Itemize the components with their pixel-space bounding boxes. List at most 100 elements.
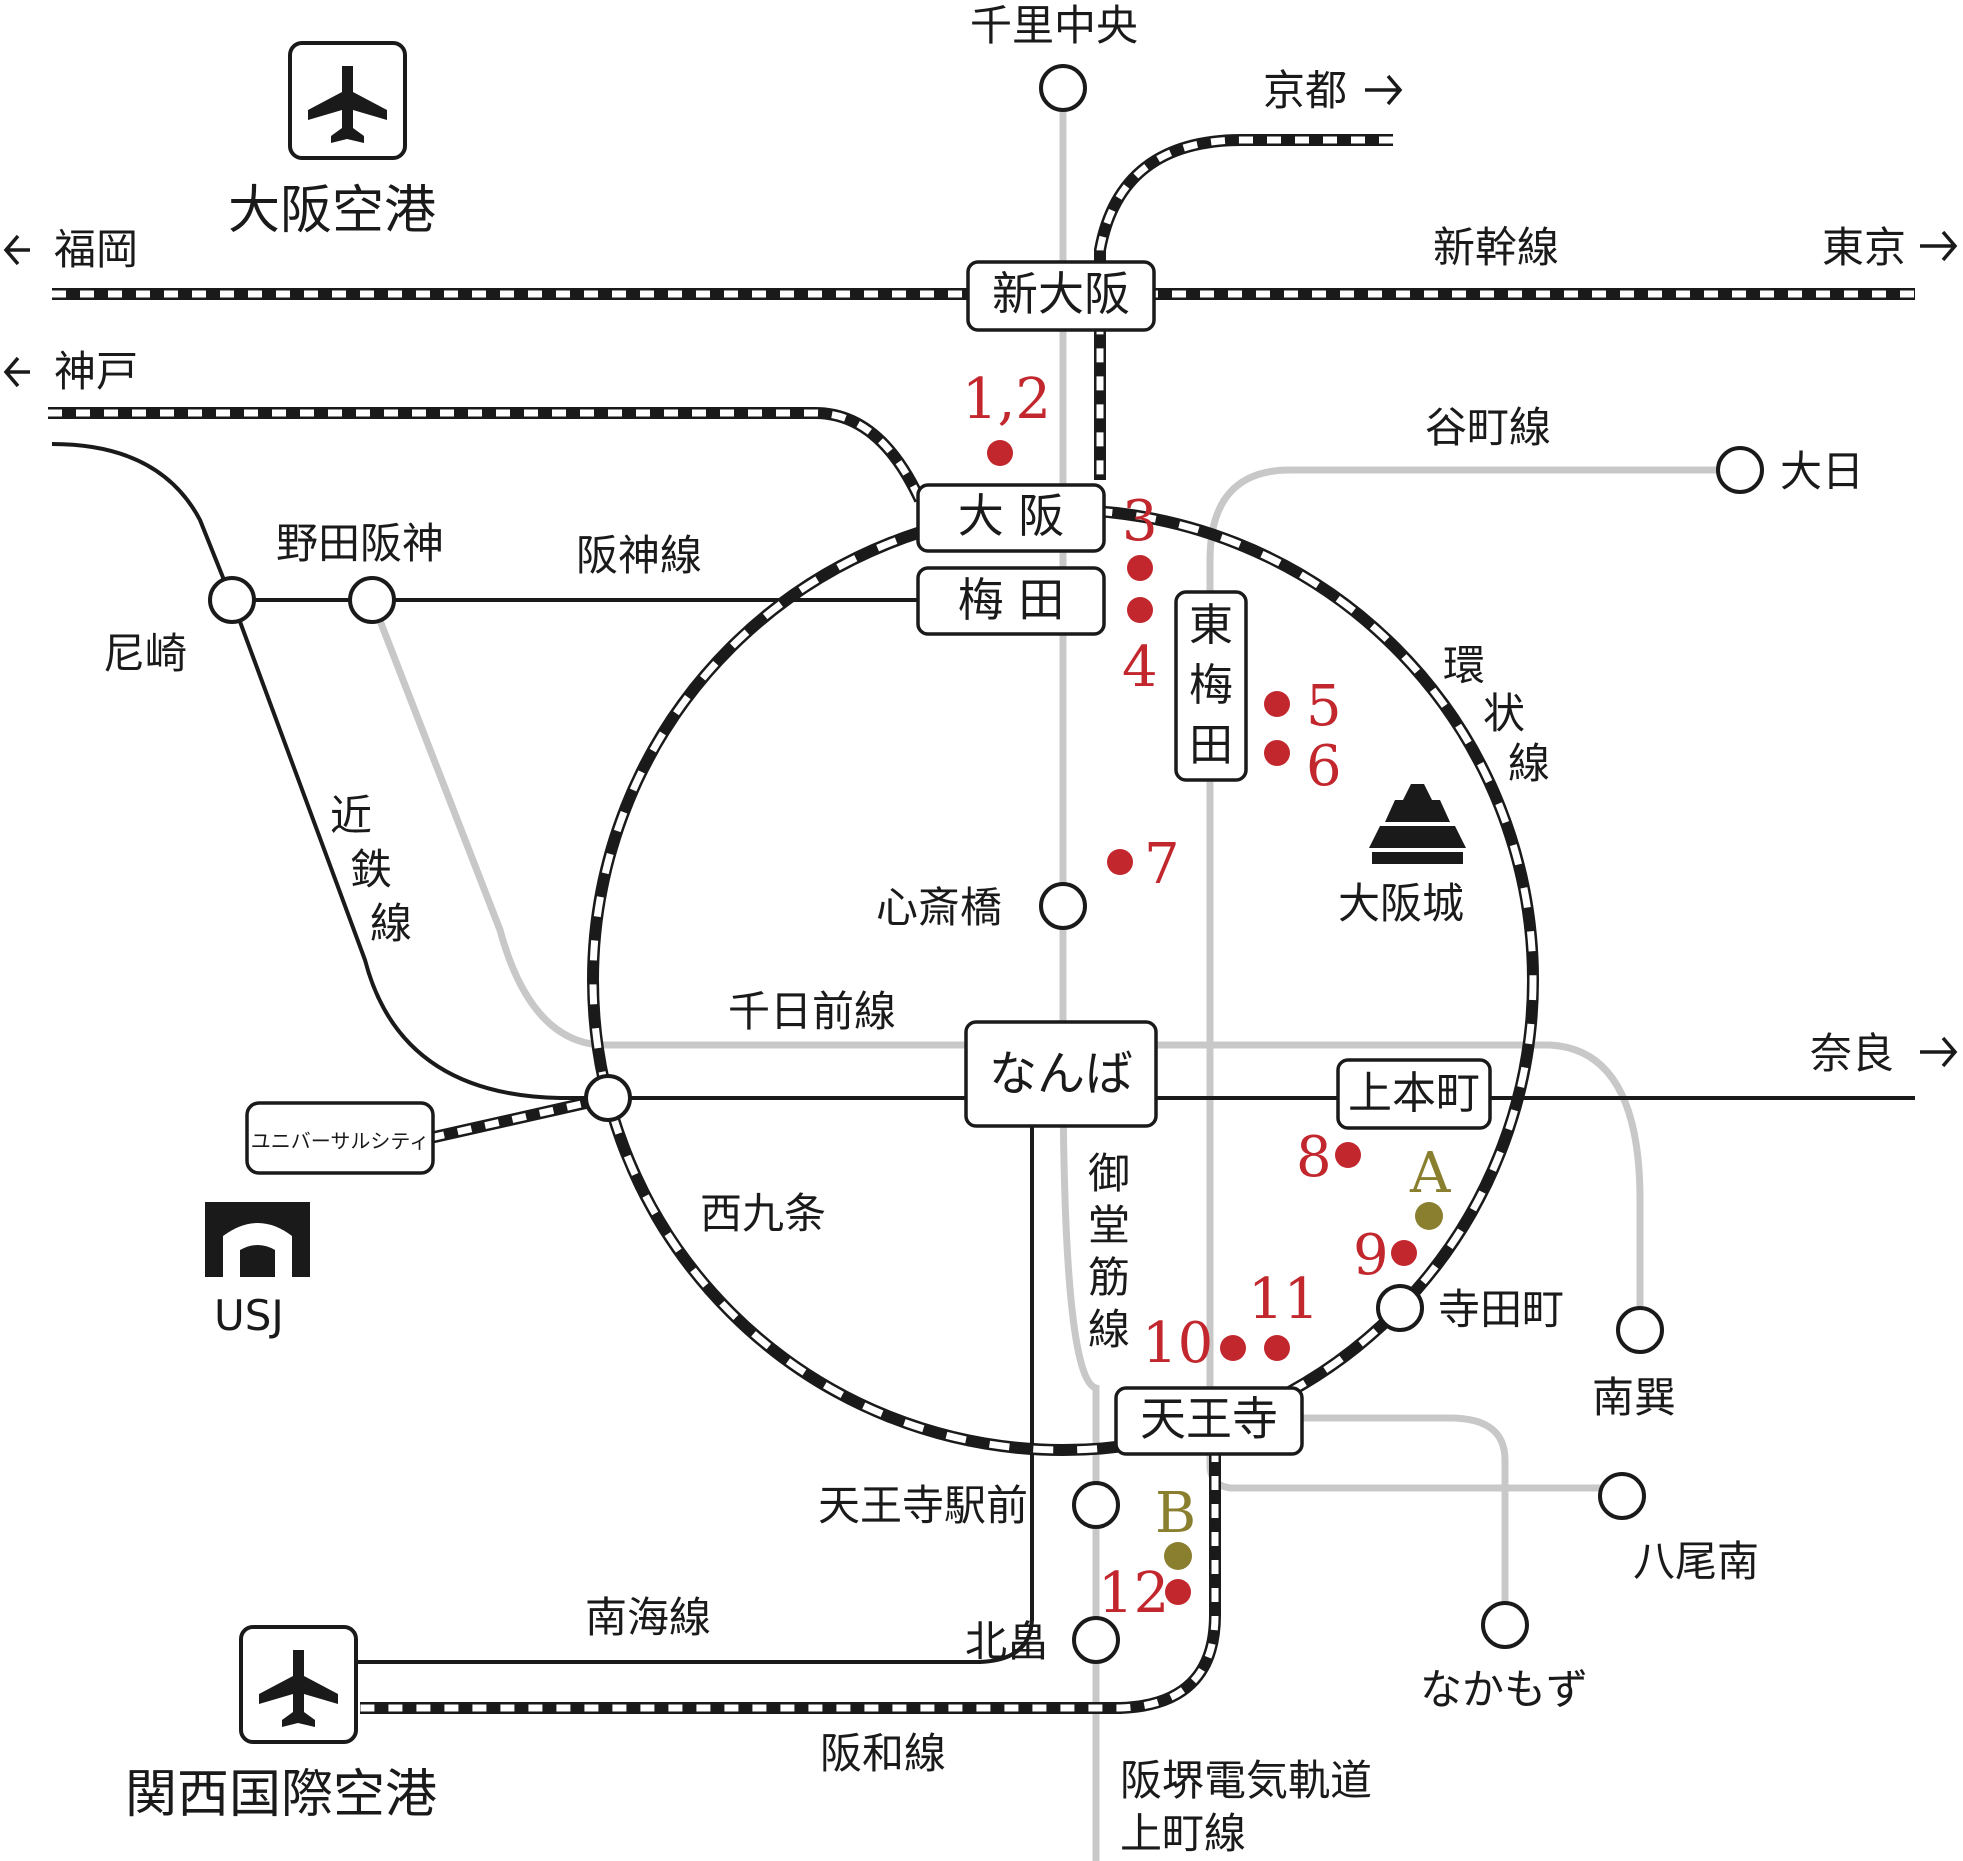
point-marker-10[interactable] [1220, 1335, 1246, 1361]
major-stations: 新大阪 大 阪 梅 田 東 梅 田 なんば 上本町 天王寺 [245, 260, 1492, 1456]
point-label-6: 6 [1306, 734, 1342, 799]
dir-tokyo: 東京 [1822, 223, 1906, 272]
dir-nara: 奈良 [1810, 1029, 1894, 1078]
label-loop-3: 線 [1508, 739, 1550, 788]
label-higashiumeda-1: 東 [1189, 600, 1233, 651]
station-amagasaki[interactable] [208, 576, 256, 624]
point-marker-b[interactable] [1164, 1542, 1192, 1570]
label-nankai: 南海線 [585, 1593, 711, 1642]
tennoji-gray-branch [1230, 1414, 1509, 1625]
point-marker-9[interactable] [1391, 1240, 1417, 1266]
label-higashiumeda-2: 梅 [1189, 660, 1233, 711]
station-senri[interactable] [1039, 64, 1087, 112]
box-universal[interactable]: ユニバーサルシティ [245, 1101, 435, 1175]
point-label-11: 11 [1248, 1267, 1319, 1332]
castle-icon [1369, 784, 1466, 864]
label-midosuji-3: 筋 [1088, 1253, 1130, 1302]
label-midosuji-4: 線 [1088, 1305, 1130, 1354]
point-label-4: 4 [1122, 635, 1158, 700]
box-uehommachi[interactable]: 上本町 [1336, 1058, 1492, 1130]
station-labels: 千里中央 大日 野田阪神 尼崎 心斎橋 西九条 寺田町 南巽 八尾南 なかもず … [103, 1, 1864, 1714]
solid-lines [51, 442, 1915, 1664]
label-loop-1: 環 [1443, 641, 1485, 690]
label-hankai-2: 上町線 [1120, 1809, 1246, 1858]
label-tanimachi: 谷町線 [1425, 403, 1551, 452]
label-nakamozu: なかもず [1420, 1665, 1588, 1714]
airport-kansai: 関西国際空港 [125, 1625, 437, 1825]
kintetsu-line [230, 599, 608, 1100]
box-osaka[interactable]: 大 阪 [916, 483, 1106, 553]
station-nishikujo[interactable] [584, 1074, 632, 1122]
box-higashiumeda[interactable]: 東 梅 田 [1174, 590, 1248, 782]
amagasaki-curve [51, 442, 234, 601]
box-umeda[interactable]: 梅 田 [916, 566, 1106, 636]
point-marker-6[interactable] [1264, 740, 1290, 766]
label-loop-2: 状 [1483, 689, 1525, 738]
sennichimae-line [368, 598, 1644, 1330]
station-yaominami[interactable] [1598, 1472, 1646, 1520]
station-kitabatake[interactable] [1072, 1616, 1120, 1664]
label-senri: 千里中央 [970, 1, 1138, 50]
dir-kobe: 神戸 [54, 347, 138, 396]
points-of-interest: 1,2 3 4 5 6 7 8 9 10 11 12 A B [962, 367, 1451, 1626]
airplane-icon-shape [259, 1650, 338, 1727]
label-kintetsu-2: 鉄 [350, 845, 392, 894]
label-yaominami: 八尾南 [1633, 1537, 1759, 1586]
point-marker-3[interactable] [1127, 555, 1153, 581]
gate-icon [205, 1202, 310, 1277]
label-midosuji-1: 御 [1088, 1149, 1130, 1198]
hanwa-line [360, 1420, 1219, 1712]
box-shinosaka[interactable]: 新大阪 [966, 260, 1156, 332]
point-label-10: 10 [1142, 1311, 1213, 1376]
label-umeda: 梅 田 [958, 573, 1065, 627]
point-label-3: 3 [1122, 489, 1158, 554]
label-dainichi: 大日 [1780, 447, 1864, 496]
line-labels: 新幹線 阪神線 谷町線 千日前線 南海線 阪和線 近 鉄 線 環 状 線 御 堂… [330, 223, 1559, 1858]
box-tennoji[interactable]: 天王寺 [1114, 1386, 1304, 1456]
direction-labels: 福岡 神戸 京都 東京 奈良 [3, 66, 1958, 1078]
label-midosuji-2: 堂 [1088, 1201, 1130, 1250]
label-hankai-1: 阪堺電気軌道 [1120, 1756, 1372, 1805]
point-label-5: 5 [1306, 674, 1342, 739]
label-kintetsu-3: 線 [370, 899, 412, 948]
dir-fukuoka: 福岡 [54, 225, 138, 274]
label-teradacho: 寺田町 [1438, 1285, 1564, 1334]
station-tennojiekimae[interactable] [1072, 1481, 1120, 1529]
label-kitabatake: 北畠 [965, 1617, 1049, 1666]
point-marker-5[interactable] [1264, 691, 1290, 717]
label-osaka: 大 阪 [958, 489, 1065, 543]
label-kintetsu-1: 近 [330, 791, 372, 840]
label-kansai-airport: 関西国際空港 [125, 1765, 437, 1825]
point-marker-8[interactable] [1335, 1142, 1361, 1168]
dir-kyoto: 京都 [1263, 66, 1347, 115]
point-marker-7[interactable] [1107, 849, 1133, 875]
station-teradacho[interactable] [1376, 1284, 1424, 1332]
label-amagasaki: 尼崎 [103, 629, 187, 678]
landmark-usj: USJ [205, 1202, 310, 1340]
kobe-line [48, 409, 924, 502]
point-marker-11[interactable] [1264, 1335, 1290, 1361]
point-marker-4[interactable] [1127, 597, 1153, 623]
box-namba[interactable]: なんば [964, 1020, 1158, 1128]
point-label-b: B [1155, 1481, 1196, 1546]
label-tennojiekimae: 天王寺駅前 [818, 1481, 1028, 1530]
point-marker-1-2[interactable] [987, 440, 1013, 466]
station-shinsaibashi[interactable] [1039, 882, 1087, 930]
point-marker-a[interactable] [1415, 1202, 1443, 1230]
airplane-icon-shape [308, 66, 387, 143]
label-itami-airport: 大阪空港 [228, 181, 436, 241]
label-universal: ユニバーサルシティ [251, 1129, 429, 1153]
station-nakamozu[interactable] [1481, 1601, 1529, 1649]
arrow-icon [3, 74, 1958, 1068]
station-dainichi[interactable] [1716, 446, 1764, 494]
kyoto-line [1096, 136, 1393, 480]
point-marker-12[interactable] [1165, 1579, 1191, 1605]
label-usj: USJ [214, 1291, 284, 1340]
label-shinkansen: 新幹線 [1433, 223, 1559, 272]
point-label-8: 8 [1296, 1125, 1332, 1190]
point-label-7: 7 [1144, 832, 1180, 897]
station-nodahanshin[interactable] [348, 576, 396, 624]
station-minamitatsumi[interactable] [1616, 1306, 1664, 1354]
label-uehommachi: 上本町 [1348, 1068, 1480, 1119]
